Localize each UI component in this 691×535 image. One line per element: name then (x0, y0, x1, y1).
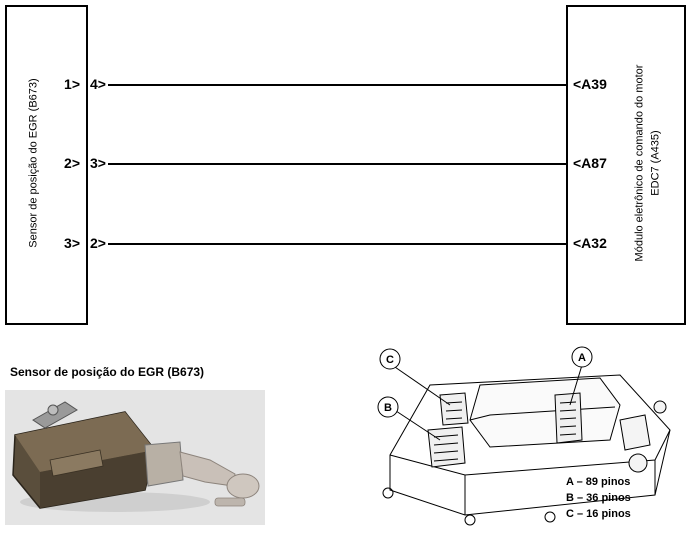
egr-sensor-illustration (5, 390, 265, 525)
wire-3-sensor-pin: 2> (90, 235, 106, 251)
wire-3-ecu-pin: <A32 (573, 235, 607, 251)
wire-1-sensor-pin: 4> (90, 76, 106, 92)
ecu-box-label-line1: Módulo eletrônico de comando do motor (633, 64, 646, 262)
wire-1-connector-pin: 1> (64, 76, 80, 92)
ecu-box (566, 5, 686, 325)
sensor-photo-title: Sensor de posição do EGR (B673) (10, 365, 205, 379)
wire-2-sensor-pin: 3> (90, 155, 106, 171)
wire-3-connector-pin: 3> (64, 235, 80, 251)
wire-3 (108, 243, 566, 245)
wire-1-ecu-pin: <A39 (573, 76, 607, 92)
ecu-connector-illustration: C B A (377, 346, 671, 526)
legend-c: C – 16 pinos (566, 508, 631, 520)
callout-c: C (386, 354, 394, 366)
sensor-box-label: Sensor de posição do EGR (B673) (27, 78, 40, 248)
wire-1 (108, 84, 566, 86)
ecu-box-label-line2: EDC7 (A435) (649, 130, 662, 196)
callout-a: A (578, 352, 586, 364)
wire-2 (108, 163, 566, 165)
legend-b: B – 36 pinos (566, 492, 631, 504)
callout-b: B (384, 402, 392, 414)
sensor-box (5, 5, 88, 325)
sensor-photo (5, 390, 265, 525)
ecu-drawing: C B A (370, 345, 685, 530)
wire-2-ecu-pin: <A87 (573, 155, 607, 171)
legend-a: A – 89 pinos (566, 476, 631, 488)
wire-2-connector-pin: 2> (64, 155, 80, 171)
